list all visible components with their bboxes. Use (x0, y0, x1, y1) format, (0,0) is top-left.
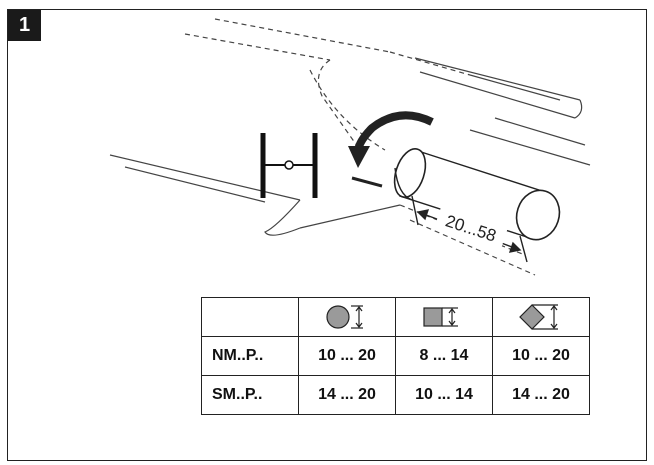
blade-curve-dashed (309, 69, 386, 151)
rotation-arrow-icon (348, 111, 434, 188)
step-number-badge: 1 (8, 10, 41, 41)
row-label: NM..P.. (201, 336, 299, 376)
table-cell: 8 ... 14 (395, 336, 493, 376)
blade-edge-dashed-lower-2 (409, 219, 536, 276)
duct-edge-right-3 (469, 74, 561, 101)
duct-edge-left-1 (109, 154, 301, 201)
damper-shaft-illustration: 20...58 (109, 18, 591, 276)
duct-edge-right-1 (414, 57, 581, 101)
table-cell: 14 ... 20 (492, 375, 590, 415)
shaft-size-table: NM..P.. 10 ... 20 8 ... 14 10 ... 20 SM.… (201, 297, 590, 415)
blade-lower-edge (299, 204, 401, 229)
table-header-square (395, 297, 493, 337)
duct-edge-right-5 (494, 117, 586, 146)
table-row: SM..P.. 14 ... 20 10 ... 14 14 ... 20 (201, 375, 590, 415)
duct-edge-right-2 (419, 71, 576, 119)
shaft-cylinder (393, 148, 561, 241)
table-cell: 10 ... 20 (492, 336, 590, 376)
table-cell: 10 ... 14 (395, 375, 493, 415)
table-header-diamond (492, 297, 590, 337)
duct-edge-dashed-1 (184, 33, 331, 61)
diamond-shaft-icon (519, 304, 558, 330)
duct-corner-right (574, 99, 583, 119)
table-cell: 14 ... 20 (298, 375, 396, 415)
duct-edge-right-4 (469, 129, 591, 166)
damper-position-symbol-icon (260, 133, 318, 198)
table-row: NM..P.. 10 ... 20 8 ... 14 10 ... 20 (201, 336, 590, 376)
blade-edge-dashed (317, 59, 361, 151)
duct-edge-dashed-3 (389, 51, 471, 76)
duct-edge-dashed-2 (214, 18, 391, 53)
table-corner-cell (201, 297, 299, 337)
table-header-round (298, 297, 396, 337)
round-shaft-icon (326, 305, 363, 329)
table-header-row (201, 297, 590, 337)
row-label: SM..P.. (201, 375, 299, 415)
duct-edge-left-2 (124, 166, 266, 203)
table-cell: 10 ... 20 (298, 336, 396, 376)
blade-tip-left (264, 199, 301, 236)
square-shaft-icon (423, 307, 458, 327)
top-strip (0, 0, 654, 8)
